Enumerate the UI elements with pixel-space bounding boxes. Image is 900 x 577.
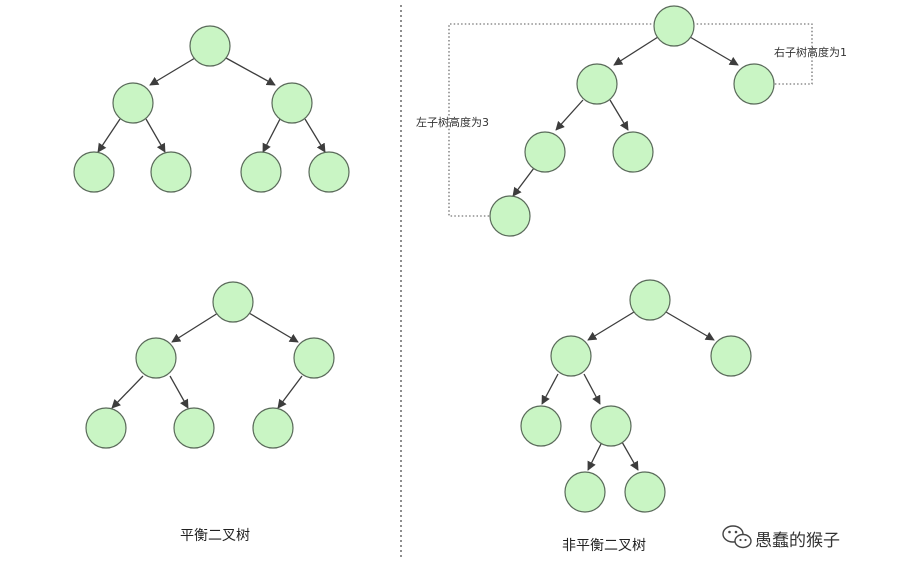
tree-node	[150, 151, 192, 193]
tree-node	[489, 195, 531, 237]
tree-node	[252, 407, 294, 449]
balanced-tree-top	[73, 25, 350, 193]
tree-node	[112, 82, 154, 124]
edge	[689, 36, 739, 66]
tree-node	[520, 405, 562, 447]
edge	[169, 375, 189, 409]
edge	[97, 118, 121, 153]
watermark: 愚蠢的猴子	[722, 525, 840, 551]
edge	[583, 373, 601, 405]
unbalanced-tree-top: 左子树高度为3 右子树高度为1	[416, 5, 847, 237]
edge	[621, 441, 639, 471]
edge	[541, 373, 559, 405]
watermark-text: 愚蠢的猴子	[755, 531, 840, 551]
tree-node	[271, 82, 313, 124]
edge	[111, 375, 144, 409]
edge	[555, 99, 584, 131]
tree-node	[240, 151, 282, 193]
edge	[613, 36, 659, 66]
tree-node	[564, 471, 606, 513]
edge	[304, 118, 326, 153]
tree-node	[173, 407, 215, 449]
edge	[665, 311, 715, 341]
left-height-guide	[448, 23, 655, 217]
right-subtree-height-label: 右子树高度为1	[774, 45, 847, 59]
edge	[225, 57, 276, 86]
tree-node	[590, 405, 632, 447]
tree-node	[624, 471, 666, 513]
edge	[171, 312, 219, 343]
tree-node	[135, 337, 177, 379]
edge	[262, 118, 281, 153]
tree-node	[308, 151, 350, 193]
caption-unbalanced: 非平衡二叉树	[562, 538, 646, 554]
tree-node	[629, 279, 671, 321]
tree-node	[733, 63, 775, 105]
tree-node	[710, 335, 752, 377]
left-subtree-height-label: 左子树高度为3	[416, 115, 489, 129]
edge	[587, 311, 635, 341]
tree-node	[293, 337, 335, 379]
tree-node	[653, 5, 695, 47]
edge	[277, 375, 303, 409]
caption-balanced: 平衡二叉树	[180, 528, 250, 544]
tree-node	[576, 63, 618, 105]
tree-node	[73, 151, 115, 193]
edge	[512, 167, 535, 197]
tree-node	[612, 131, 654, 173]
edge	[145, 118, 166, 153]
wechat-icon	[722, 525, 752, 549]
tree-node	[189, 25, 231, 67]
tree-node	[212, 281, 254, 323]
edge	[609, 99, 629, 131]
tree-node	[524, 131, 566, 173]
unbalanced-tree-bottom	[520, 279, 752, 513]
tree-node	[85, 407, 127, 449]
edge	[149, 57, 196, 86]
edge	[248, 312, 299, 343]
edge	[587, 441, 603, 471]
balanced-tree-bottom	[85, 281, 335, 449]
right-height-guide	[693, 23, 813, 85]
tree-node	[550, 335, 592, 377]
